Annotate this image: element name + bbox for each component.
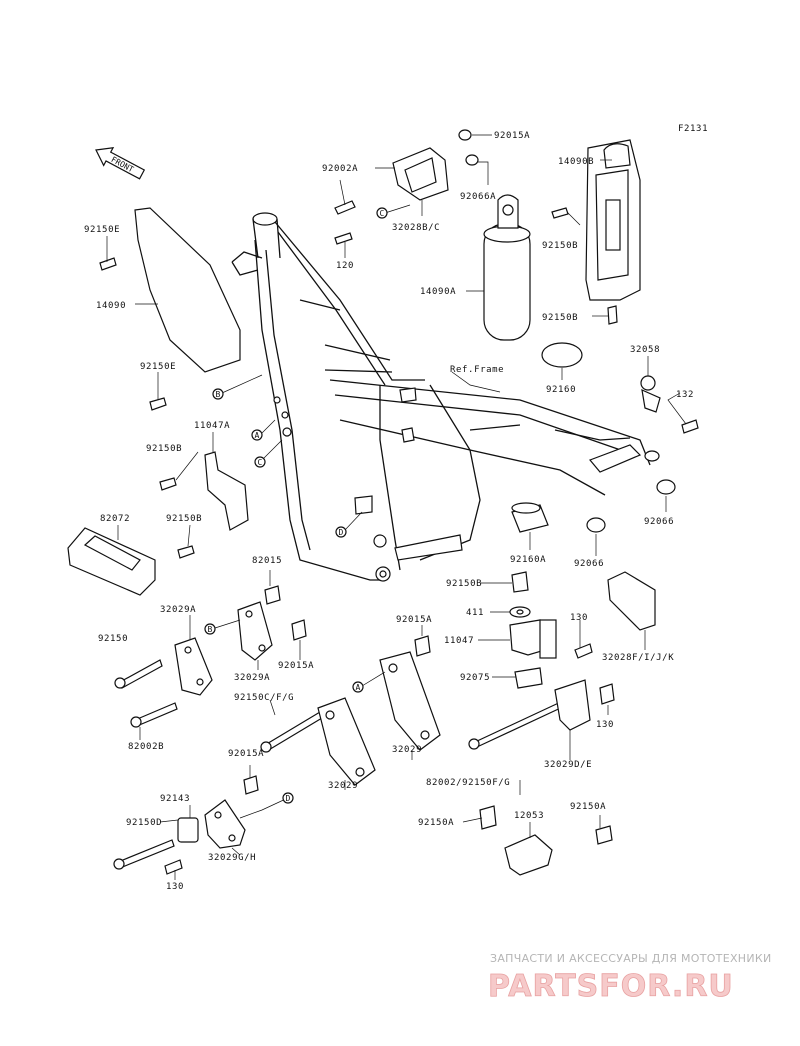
label-32028bc: 32028B/C [392, 223, 440, 233]
label-92015a-top: 92015A [494, 131, 530, 141]
bracket-32029gh [113, 799, 246, 875]
bracket-32029-a [379, 635, 441, 751]
label-92150b-mid: 92150B [446, 579, 482, 589]
label-92150a-right: 92150A [570, 802, 606, 812]
label-92066-mid: 92066 [574, 559, 604, 569]
nut-92015a-low [243, 775, 259, 795]
label-130-right: 130 [570, 613, 588, 623]
label-82015: 82015 [252, 556, 282, 566]
callout-c-top: C [380, 209, 385, 218]
bracket-32029-b [317, 697, 376, 786]
label-82002-92150fg: 82002/92150F/G [426, 778, 510, 788]
label-32029de: 32029D/E [544, 760, 592, 770]
label-92150e-low: 92150E [140, 362, 176, 372]
label-92150: 92150 [98, 634, 128, 644]
label-120: 120 [336, 261, 354, 271]
label-14090: 14090 [96, 301, 126, 311]
label-92066-right: 92066 [644, 517, 674, 527]
main-frame [231, 212, 660, 582]
callout-a-lower: A [356, 683, 361, 692]
label-82002b: 82002B [128, 742, 164, 752]
label-12053: 12053 [514, 811, 544, 821]
watermark-brand: PARTSFOR.RU [488, 969, 734, 1004]
label-411: 411 [466, 608, 484, 618]
label-ref-frame: Ref.Frame [450, 365, 504, 375]
label-32029-b: 32029 [328, 781, 358, 791]
label-92150d: 92150D [126, 818, 162, 828]
label-32058: 32058 [630, 345, 660, 355]
label-92150a-left: 92150A [418, 818, 454, 828]
part-labels: 92015A 92002A 92066A 32028B/C 120 14090B… [84, 131, 694, 892]
side-cover [99, 207, 241, 411]
top-mount-bracket [334, 129, 479, 245]
callout-markers: C B A C D B A D [204, 207, 388, 804]
long-bolt-82002 [468, 679, 615, 750]
grommet-92066-right [656, 479, 676, 495]
bracket-32029a-mid [237, 585, 307, 661]
callout-b-frame: B [216, 390, 221, 399]
mount-cluster-center [509, 571, 557, 689]
label-82072: 82072 [100, 514, 130, 524]
clamp-32058 [640, 375, 699, 434]
callout-a-frame: A [255, 431, 260, 440]
label-92150b-left1: 92150B [146, 444, 182, 454]
leader-lines [106, 134, 687, 880]
watermark: ЗАПЧАСТИ И АКСЕССУАРЫ ДЛЯ МОТОТЕХНИКИ PA… [488, 952, 772, 1004]
bracket-11047a [159, 451, 249, 559]
shock-cover [551, 139, 641, 325]
bracket-32029a-left [114, 637, 213, 728]
label-130-lower: 130 [596, 720, 614, 730]
callout-d-lower: D [286, 794, 291, 803]
label-14090b: 14090B [558, 157, 594, 167]
callout-d-frame: D [339, 528, 344, 537]
bracket-32028fijk [574, 571, 656, 659]
label-92075: 92075 [460, 673, 490, 683]
label-130-bottom: 130 [166, 882, 184, 892]
grommet-92066-mid [586, 517, 606, 533]
label-32029-a: 32029 [392, 745, 422, 755]
label-92150e-top: 92150E [84, 225, 120, 235]
label-32029a-mid: 32029A [234, 673, 270, 683]
spacer-92160a [511, 502, 549, 533]
label-92015a-low: 92015A [228, 749, 264, 759]
watermark-tagline: ЗАПЧАСТИ И АКСЕССУАРЫ ДЛЯ МОТОТЕХНИКИ [490, 952, 772, 965]
label-32029a-top: 32029A [160, 605, 196, 615]
label-32028fijk: 32028F/I/J/K [602, 653, 674, 663]
label-32029gh: 32029G/H [208, 853, 256, 863]
label-92150b-cover-low: 92150B [542, 313, 578, 323]
label-132: 132 [676, 390, 694, 400]
figure-code: F2131 [678, 124, 708, 134]
shock-absorber [483, 194, 531, 341]
bolt-92150cfg [260, 711, 323, 753]
plate-82072 [67, 527, 156, 596]
label-92015a-mid: 92015A [278, 661, 314, 671]
front-arrow-icon: FRONT [95, 146, 146, 180]
callout-c-frame: C [258, 458, 263, 467]
label-92160a: 92160A [510, 555, 546, 565]
label-92150b-left2: 92150B [166, 514, 202, 524]
cap-92160 [541, 342, 583, 368]
label-11047a: 11047A [194, 421, 230, 431]
label-14090a: 14090A [420, 287, 456, 297]
label-92066a: 92066A [460, 192, 496, 202]
label-92160: 92160 [546, 385, 576, 395]
label-92150cfg: 92150C/F/G [234, 693, 294, 703]
bracket-12053 [479, 805, 613, 876]
label-92150b-cover: 92150B [542, 241, 578, 251]
label-92015a-right: 92015A [396, 615, 432, 625]
label-11047: 11047 [444, 636, 474, 646]
label-92002a: 92002A [322, 164, 358, 174]
label-92143: 92143 [160, 794, 190, 804]
callout-b-lower: B [208, 625, 213, 634]
